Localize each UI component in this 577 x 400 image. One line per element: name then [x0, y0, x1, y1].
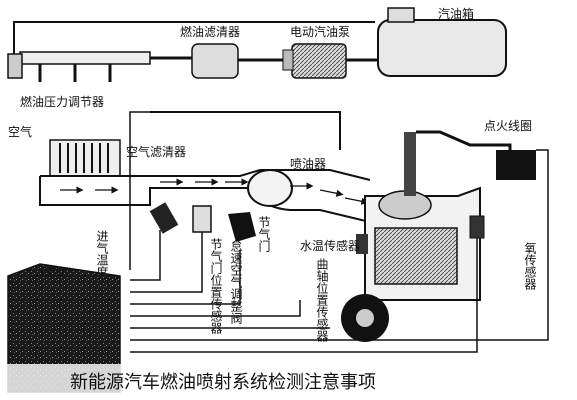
intake-temp-sensor [149, 202, 179, 234]
fuel-rail [7, 21, 375, 150]
throttle-position-sensor-label: 节气门位置传感器 [209, 238, 223, 335]
water-temp-sensor-label: 水温传感器 [300, 238, 360, 253]
oxygen-sensor [469, 215, 485, 330]
air-label: 空气 [8, 124, 32, 139]
air-filter [49, 139, 121, 177]
fuel-filter-label: 燃油滤清器 [180, 24, 240, 39]
caption-background [0, 364, 577, 400]
ecu-label: ECU [40, 265, 65, 279]
idle-control-valve-label: 怠速空气调整阀 [229, 240, 243, 325]
water-temp-sensor [356, 234, 368, 254]
injector-label: 喷油器 [290, 157, 326, 171]
airflow-arrows [60, 178, 369, 205]
idle-control-valve [228, 212, 256, 242]
air-filter-label: 空气滤清器 [126, 144, 186, 159]
intake-manifold [39, 169, 371, 223]
throttle-position-sensor [192, 205, 212, 268]
oxygen-sensor-label: 氧传感器 [523, 242, 537, 291]
ignition-coil-label: 点火线圈 [484, 119, 532, 133]
fuel-tank [377, 7, 507, 77]
crankshaft-position-sensor-label: 曲轴位置传感器 [315, 258, 329, 343]
caption-title: 新能源汽车燃油喷射系统检测注意事项 [70, 372, 376, 393]
ignition-coil [416, 130, 536, 180]
ecu-wiring [129, 111, 549, 353]
electric-fuel-pump [282, 43, 378, 79]
crankshaft-position-sensor [341, 294, 389, 342]
electric-fuel-pump-label: 电动汽油泵 [290, 24, 350, 39]
throttle-valve-label: 节气门 [257, 216, 271, 252]
fuel-pressure-regulator-label: 燃油压力调节器 [20, 94, 104, 109]
engine-cylinder [364, 132, 481, 301]
fuel-filter [191, 43, 283, 79]
fuel-tank-label: 汽油箱 [438, 6, 474, 21]
